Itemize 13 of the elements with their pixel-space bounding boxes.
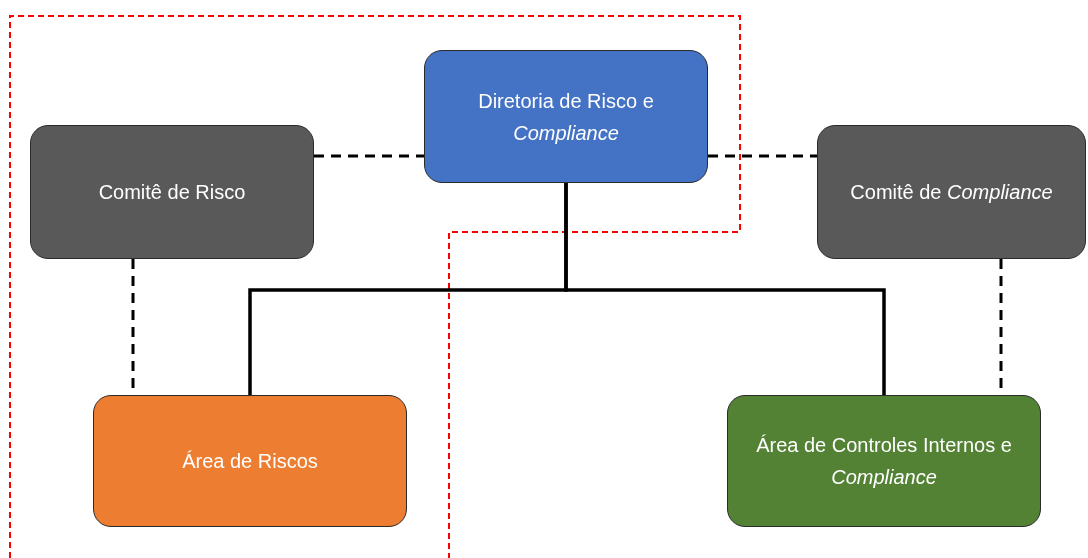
org-unit-box (30, 125, 314, 259)
org-unit-box (93, 395, 407, 527)
unit-label: Comitê de Compliance (850, 180, 1053, 205)
connector-line (564, 183, 886, 395)
org-unit-box (727, 395, 1041, 527)
unit-label: Diretoria de Risco e Compliance (477, 88, 655, 146)
unit-label: Área de Riscos (182, 449, 318, 474)
unit-label: Comitê de Risco (98, 180, 246, 205)
dashed-connector (314, 154, 424, 158)
unit-label: Área de Controles Internos e Compliance (755, 433, 1013, 490)
org-unit-box (817, 125, 1086, 259)
dashed-connector (708, 154, 817, 158)
org-unit-box (424, 50, 708, 183)
